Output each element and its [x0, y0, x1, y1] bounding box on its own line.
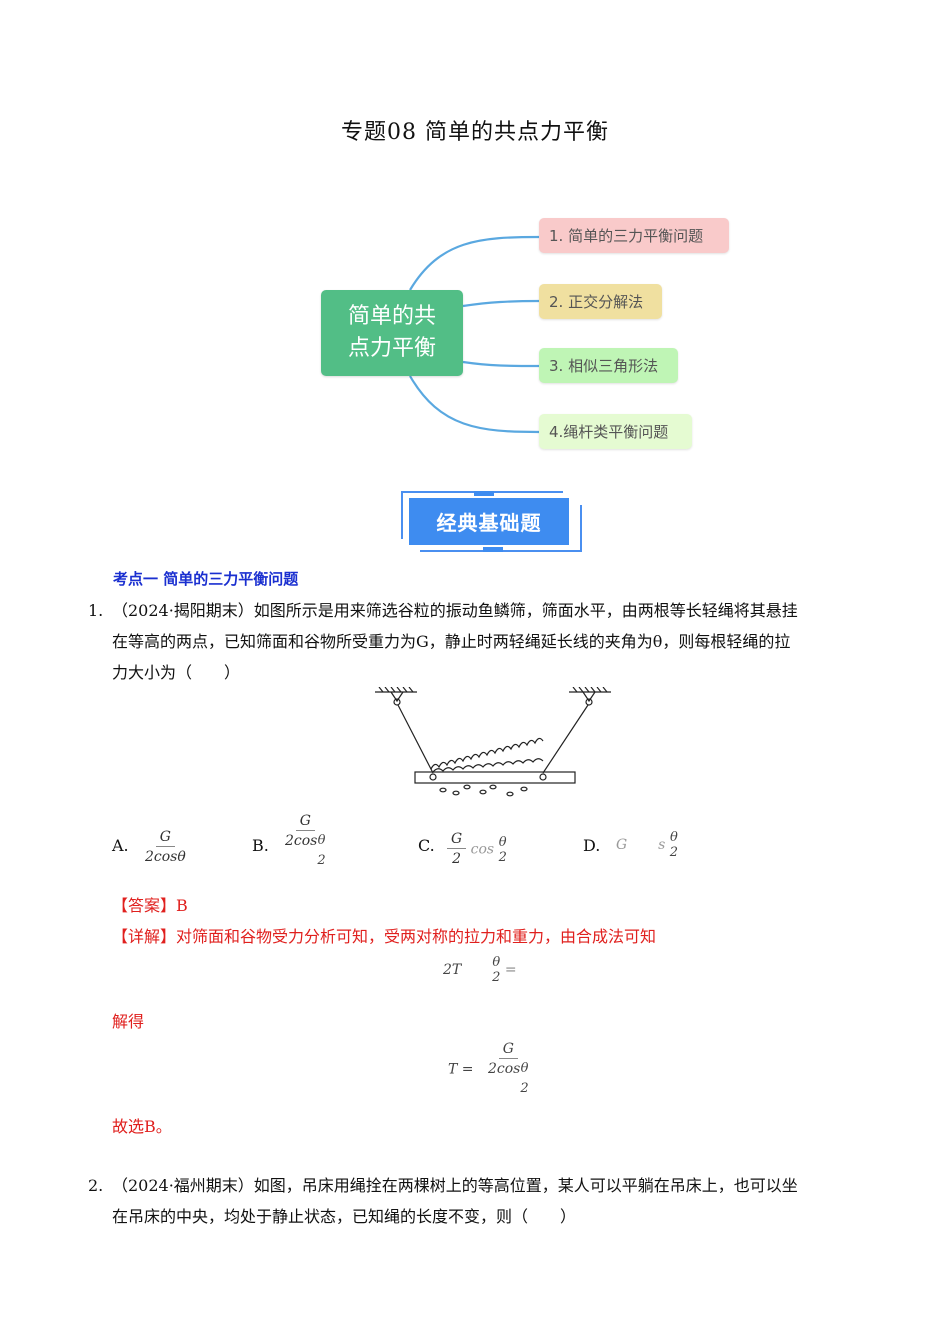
option-d-s: s: [658, 837, 666, 853]
option-a-formula: G 2cosθ: [143, 828, 188, 867]
section-heading: 考点一 简单的三力平衡问题: [113, 570, 299, 588]
question-2-line-1: （2024·福州期末）如图，吊床用绳拴在两棵树上的等高位置，某人可以平躺在吊床上…: [112, 1176, 798, 1195]
mindmap-node-1: 1. 简单的三力平衡问题: [539, 218, 729, 253]
mindmap-central-line-2: 点力平衡: [347, 336, 436, 361]
mindmap-node-4: 4.绳杆类平衡问题: [539, 414, 692, 449]
option-b-numerator: G: [295, 812, 315, 831]
answer-label: 【答案】B: [112, 896, 188, 915]
question-2-number: 2.: [88, 1176, 104, 1195]
conclusion-text: 故选B。: [112, 1117, 172, 1136]
option-c-denominator: 2: [452, 851, 462, 867]
explanation-text: 【详解】对筛面和谷物受力分析可知，受两对称的拉力和重力，由合成法可知: [112, 927, 657, 946]
question-1-line-1: （2024·揭阳期末）如图所示是用来筛选谷粒的振动鱼鳞筛，筛面水平，由两根等长轻…: [112, 601, 798, 620]
mindmap-node-3: 3. 相似三角形法: [539, 348, 678, 383]
question-1-text: （2024·揭阳期末）如图所示是用来筛选谷粒的振动鱼鳞筛，筛面水平，由两根等长轻…: [112, 595, 872, 688]
option-a-denominator: 2cosθ: [145, 849, 186, 865]
option-d-letter: D.: [583, 836, 601, 855]
option-b-letter: B.: [252, 836, 269, 855]
mindmap-connectors: [409, 235, 540, 434]
banner-tab-top: [474, 491, 494, 496]
mindmap-central-line-1: 简单的共: [347, 304, 436, 329]
question-1-number: 1.: [88, 601, 104, 620]
mindmap-central-node: 简单的共 点力平衡: [321, 290, 463, 376]
option-d-g: G: [616, 837, 628, 853]
question-2-text: （2024·福州期末）如图，吊床用绳拴在两棵树上的等高位置，某人可以平躺在吊床上…: [112, 1170, 872, 1232]
option-a-letter: A.: [112, 836, 129, 855]
mindmap-node-2: 2. 正交分解法: [539, 284, 662, 319]
question-1-line-3: 力大小为（ ）: [112, 663, 241, 682]
sieve-diagram: [375, 687, 611, 797]
page-title: 专题08 简单的共点力平衡: [341, 120, 609, 145]
option-a-numerator: G: [155, 828, 175, 847]
option-c-cos: cos: [470, 841, 495, 858]
option-c-numerator: G: [447, 830, 467, 849]
section-banner: 经典基础题: [409, 498, 569, 545]
question-1-line-2: 在等高的两点，已知筛面和谷物所受重力为G，静止时两轻绳延长线的夹角为θ，则每根轻…: [112, 632, 791, 651]
solve-label: 解得: [112, 1012, 145, 1031]
question-2-line-2: 在吊床的中央，均处于静止状态，已知绳的长度不变，则（ ）: [112, 1207, 577, 1226]
banner-tab-bottom: [483, 547, 503, 552]
option-c-letter: C.: [418, 836, 435, 855]
